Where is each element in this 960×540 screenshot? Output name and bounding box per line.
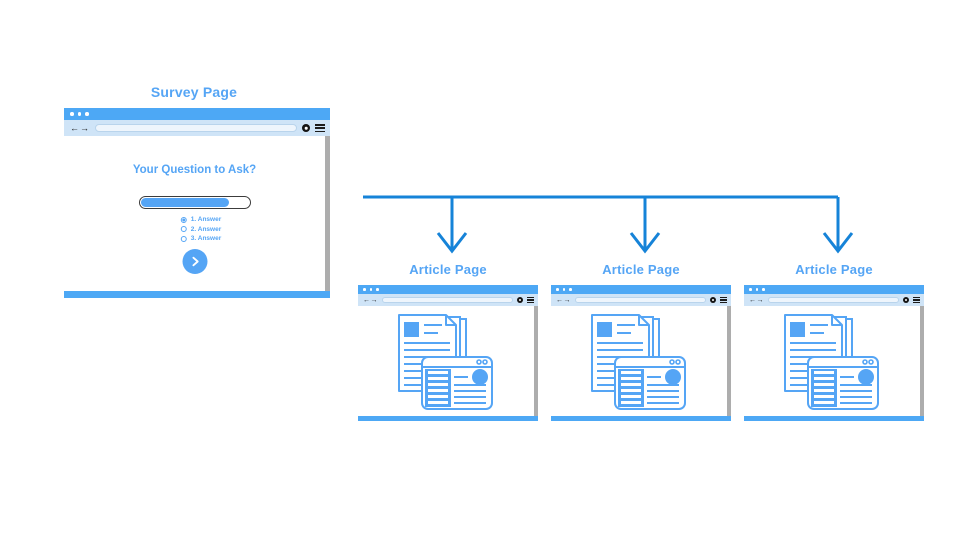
survey-option-3[interactable]: 3. Answer bbox=[180, 235, 222, 242]
article-illustration-icon bbox=[591, 314, 686, 410]
hamburger-menu-icon[interactable] bbox=[912, 297, 920, 303]
back-arrow-icon[interactable]: ← bbox=[363, 296, 371, 304]
nav-arrows: ←→ bbox=[749, 297, 764, 304]
survey-option-label: 1. Answer bbox=[190, 216, 222, 223]
back-arrow-icon[interactable]: ← bbox=[556, 296, 564, 304]
article-footer-bar bbox=[358, 416, 538, 421]
survey-page-body: Your Question to Ask? 1. Answer 2. Answer… bbox=[64, 136, 330, 291]
forward-arrow-icon[interactable]: → bbox=[370, 296, 378, 304]
survey-progress-fill bbox=[141, 198, 230, 207]
window-dot-minimize-icon bbox=[369, 288, 373, 291]
record-circle-icon[interactable] bbox=[902, 297, 909, 303]
nav-arrows: ←→ bbox=[70, 122, 90, 133]
article-scrollbar[interactable] bbox=[727, 306, 731, 416]
window-dot-maximize-icon bbox=[569, 288, 572, 291]
url-input[interactable] bbox=[382, 297, 513, 303]
window-dot-minimize-icon bbox=[77, 112, 81, 116]
window-dot-minimize-icon bbox=[562, 288, 566, 291]
survey-option-1[interactable]: 1. Answer bbox=[180, 216, 222, 223]
survey-question-heading: Your Question to Ask? bbox=[132, 164, 257, 176]
survey-progress-bar[interactable] bbox=[139, 196, 251, 209]
article-illustration-icon bbox=[398, 314, 493, 410]
url-input[interactable] bbox=[768, 297, 899, 303]
article-page-body bbox=[358, 306, 538, 416]
connector-arrowhead-1 bbox=[436, 232, 468, 254]
survey-option-label: 3. Answer bbox=[190, 235, 222, 242]
radio-button-icon[interactable] bbox=[180, 216, 187, 223]
survey-options-list: 1. Answer 2. Answer 3. Answer bbox=[180, 216, 222, 242]
window-dot-close-icon bbox=[363, 288, 366, 291]
article-browser-window-3: ←→ bbox=[744, 285, 924, 421]
connector-arrowhead-3 bbox=[822, 232, 854, 254]
nav-arrows: ←→ bbox=[556, 297, 571, 304]
hamburger-menu-icon[interactable] bbox=[315, 124, 325, 132]
record-circle-icon[interactable] bbox=[709, 297, 716, 303]
article-page-body bbox=[551, 306, 731, 416]
hamburger-menu-icon[interactable] bbox=[719, 297, 727, 303]
survey-option-2[interactable]: 2. Answer bbox=[180, 225, 222, 233]
survey-option-label: 2. Answer bbox=[190, 225, 222, 233]
window-dot-maximize-icon bbox=[85, 112, 89, 116]
article-titlebar bbox=[358, 285, 538, 294]
back-arrow-icon[interactable]: ← bbox=[749, 296, 757, 304]
article-footer-bar bbox=[744, 416, 924, 421]
article-toolbar: ←→ bbox=[358, 294, 538, 306]
forward-arrow-icon[interactable]: → bbox=[756, 296, 764, 304]
window-control-dots bbox=[556, 288, 572, 291]
url-input[interactable] bbox=[575, 297, 706, 303]
next-button[interactable] bbox=[182, 249, 208, 274]
article-titlebar bbox=[551, 285, 731, 294]
window-dot-maximize-icon bbox=[376, 288, 379, 291]
article-page-title-3: Article Page bbox=[795, 262, 873, 277]
window-control-dots bbox=[70, 112, 89, 116]
article-page-title-1: Article Page bbox=[409, 262, 487, 277]
survey-toolbar: ←→ bbox=[64, 120, 330, 136]
window-dot-close-icon bbox=[556, 288, 559, 291]
article-toolbar: ←→ bbox=[551, 294, 731, 306]
record-circle-icon[interactable] bbox=[302, 124, 310, 132]
forward-arrow-icon[interactable]: → bbox=[80, 122, 90, 133]
window-dot-maximize-icon bbox=[762, 288, 765, 291]
url-input[interactable] bbox=[95, 124, 297, 132]
window-control-dots bbox=[363, 288, 379, 291]
chevron-right-icon bbox=[192, 256, 199, 267]
radio-button-icon[interactable] bbox=[180, 226, 187, 232]
window-dot-close-icon bbox=[70, 112, 74, 116]
forward-arrow-icon[interactable]: → bbox=[563, 296, 571, 304]
article-footer-bar bbox=[551, 416, 731, 421]
article-toolbar: ←→ bbox=[744, 294, 924, 306]
window-control-dots bbox=[749, 288, 765, 291]
nav-arrows: ←→ bbox=[363, 297, 378, 304]
survey-browser-window: ←→ Your Question to Ask? 1. Answer 2. Ans… bbox=[64, 108, 330, 298]
window-dot-close-icon bbox=[749, 288, 752, 291]
survey-scrollbar[interactable] bbox=[325, 136, 330, 291]
record-circle-icon[interactable] bbox=[516, 297, 523, 303]
connector-arrowhead-2 bbox=[629, 232, 661, 254]
article-titlebar bbox=[744, 285, 924, 294]
survey-titlebar bbox=[64, 108, 330, 120]
survey-footer-bar bbox=[64, 291, 330, 298]
window-dot-minimize-icon bbox=[755, 288, 759, 291]
article-browser-window-2: ←→ bbox=[551, 285, 731, 421]
article-scrollbar[interactable] bbox=[534, 306, 538, 416]
radio-button-icon[interactable] bbox=[180, 235, 187, 242]
article-scrollbar[interactable] bbox=[920, 306, 924, 416]
back-arrow-icon[interactable]: ← bbox=[70, 122, 80, 133]
article-page-title-2: Article Page bbox=[602, 262, 680, 277]
survey-page-title: Survey Page bbox=[150, 84, 238, 100]
article-illustration-icon bbox=[784, 314, 879, 410]
hamburger-menu-icon[interactable] bbox=[526, 297, 534, 303]
article-page-body bbox=[744, 306, 924, 416]
article-browser-window-1: ←→ bbox=[358, 285, 538, 421]
